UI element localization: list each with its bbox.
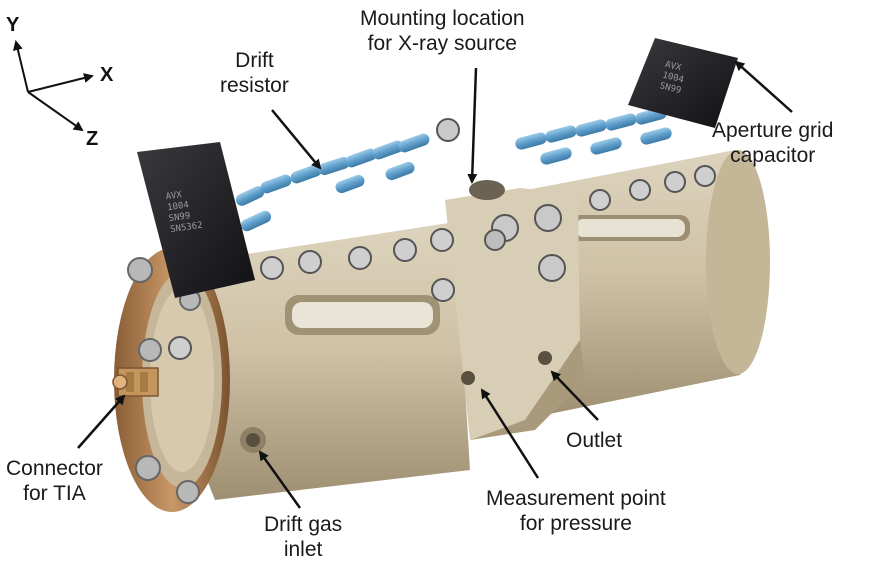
- label-mounting-line-1: Mounting location: [360, 7, 525, 30]
- brass-flange: [114, 248, 230, 512]
- axis-indicator: [13, 40, 94, 132]
- drift-resistors-right: [515, 107, 672, 165]
- label-outlet-line-1: Outlet: [566, 429, 623, 452]
- label-drift-resistor-line-2: resistor: [220, 74, 289, 97]
- left-screws: [168, 228, 455, 360]
- label-drift-resistor-line-1: Drift: [235, 49, 274, 72]
- axis-x-label: X: [100, 64, 114, 86]
- left-cylinder: [189, 222, 470, 500]
- drift-resistors-left: [235, 133, 430, 232]
- label-aperture-line-1: Aperture grid: [712, 119, 834, 142]
- label-drift-gas-line-2: inlet: [283, 538, 323, 561]
- label-connector-line-1: Connector: [6, 457, 103, 480]
- label-connector-for-tia: Connector for TIA: [6, 456, 103, 506]
- label-outlet: Outlet: [566, 428, 622, 453]
- axis-z-label: Z: [86, 128, 99, 150]
- label-mounting-location: Mounting location for X-ray source: [360, 6, 525, 56]
- label-drift-gas-line-1: Drift gas: [264, 513, 343, 536]
- center-block: [436, 118, 585, 440]
- capacitor-right: [628, 38, 738, 128]
- label-measurement-line-2: for pressure: [519, 512, 632, 535]
- annotation-arrows: [77, 60, 793, 509]
- label-mounting-line-2: for X-ray source: [367, 32, 517, 55]
- label-drift-gas-inlet: Drift gas inlet: [264, 512, 342, 562]
- capacitor-left: [137, 142, 255, 298]
- label-drift-resistor: Drift resistor: [220, 48, 289, 98]
- right-screws: [589, 165, 716, 211]
- label-measurement-point: Measurement point for pressure: [486, 486, 666, 536]
- label-connector-line-2: for TIA: [23, 482, 86, 505]
- label-aperture-line-2: capacitor: [730, 144, 816, 167]
- capacitor-left-marking: AVX 1004 SN99 SN5362: [165, 188, 203, 236]
- label-measurement-line-1: Measurement point: [486, 487, 666, 510]
- label-aperture-grid-capacitor: Aperture grid capacitor: [712, 118, 833, 168]
- axis-y-label: Y: [6, 14, 20, 36]
- tia-connector: [112, 367, 159, 397]
